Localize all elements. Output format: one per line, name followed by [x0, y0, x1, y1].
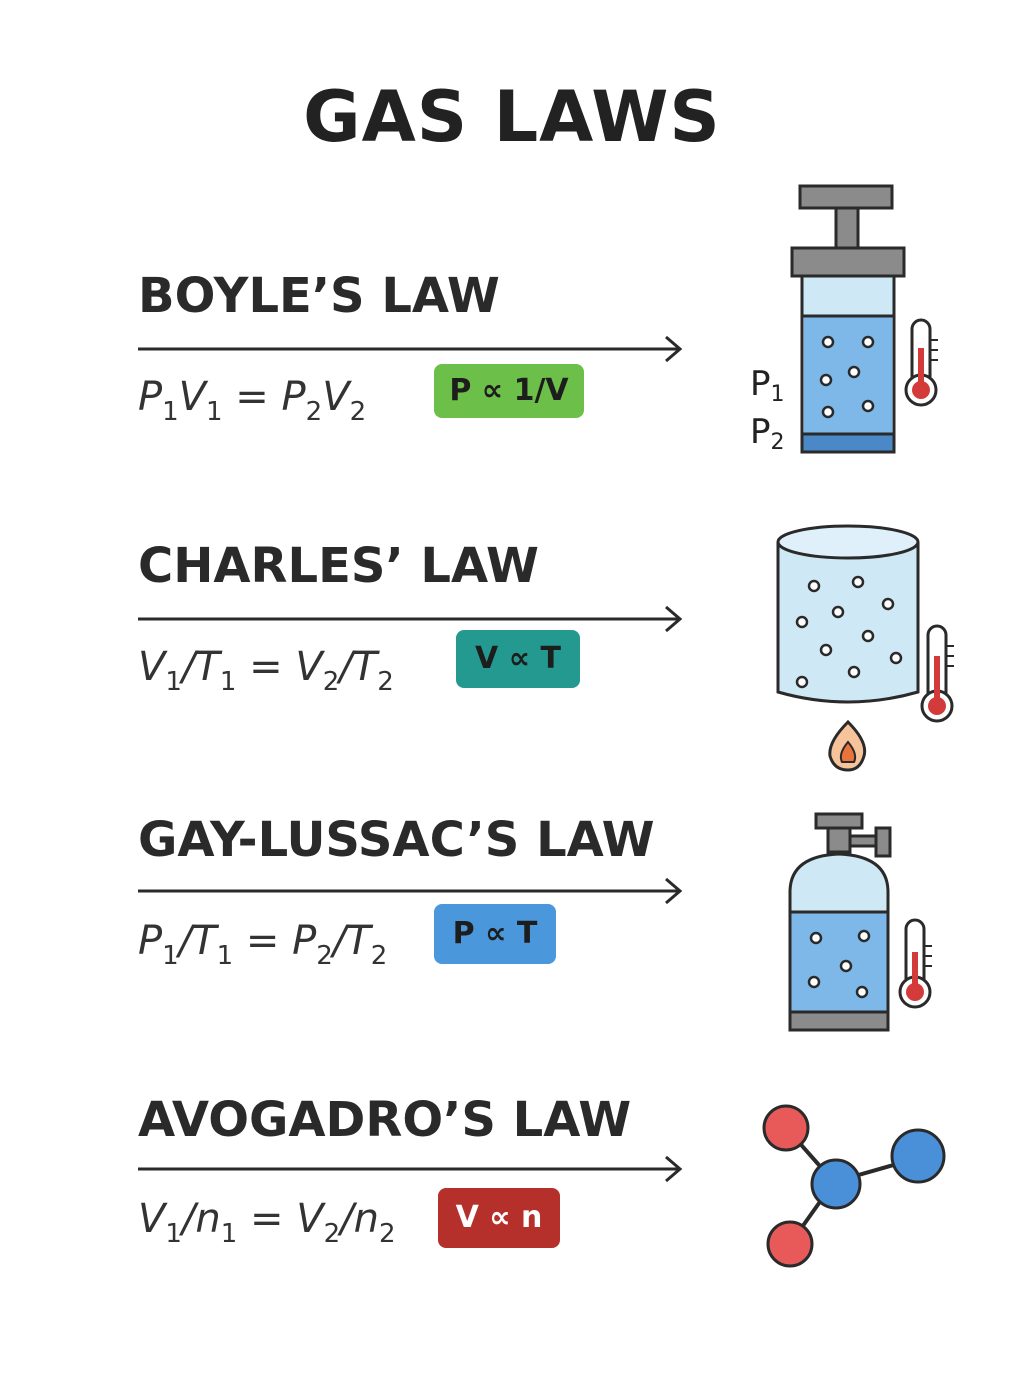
- arrow: [138, 1155, 683, 1183]
- proportionality-badge: P ∝ 1/V: [434, 364, 584, 418]
- law-title: GAY-LUSSAC’S LAW: [138, 812, 655, 868]
- proportionality-badge: V ∝ n: [438, 1188, 560, 1248]
- molecule-icon: [752, 1096, 952, 1280]
- law-avogadro: AVOGADRO’S LAW V1/n1 = V2/n2 V ∝ n: [0, 1092, 1024, 1392]
- law-title: CHARLES’ LAW: [138, 538, 539, 594]
- law-title: AVOGADRO’S LAW: [138, 1092, 632, 1148]
- p1-label: P1: [750, 364, 785, 407]
- heated-cylinder-icon: [768, 516, 968, 780]
- formula: P1V1 = P2V2: [138, 374, 367, 427]
- formula: P1/T1 = P2/T2: [138, 918, 388, 971]
- proportionality-badge: P ∝ T: [434, 904, 556, 964]
- formula: V1/n1 = V2/n2: [138, 1196, 396, 1249]
- piston-cylinder-icon: [740, 180, 960, 484]
- proportionality-badge: V ∝ T: [456, 630, 580, 688]
- law-boyle: BOYLE’S LAW P1V1 = P2V2 P ∝ 1/V: [0, 268, 1024, 568]
- page-title: GAS LAWS: [303, 76, 721, 158]
- gas-tank-icon: [770, 806, 970, 1040]
- p2-label: P2: [750, 412, 785, 455]
- arrow: [138, 877, 683, 905]
- arrow: [138, 605, 683, 633]
- law-charles: CHARLES’ LAW V1/T1 = V2/T2 V ∝ T: [0, 538, 1024, 838]
- law-title: BOYLE’S LAW: [138, 268, 500, 324]
- formula: V1/T1 = V2/T2: [138, 644, 394, 697]
- law-gay-lussac: GAY-LUSSAC’S LAW P1/T1 = P2/T2 P ∝ T: [0, 812, 1024, 1112]
- arrow: [138, 335, 683, 363]
